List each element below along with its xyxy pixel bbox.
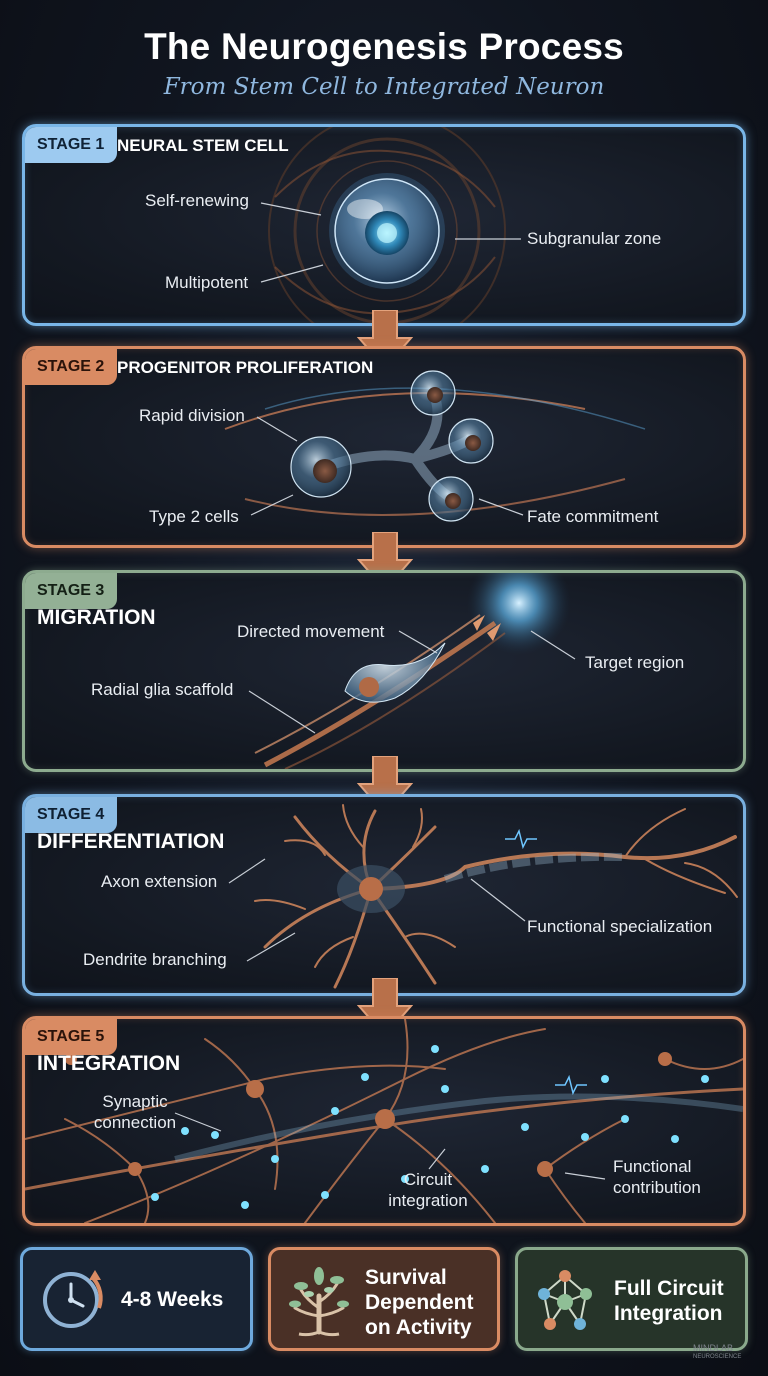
neuron-illustration bbox=[228, 804, 738, 989]
stage-2-panel: STAGE 2 PROGENITOR PROLIFERATION Rapid d… bbox=[22, 346, 746, 548]
label-type-2-cells: Type 2 cells bbox=[149, 507, 239, 526]
stage-1-title: NEURAL STEM CELL bbox=[117, 136, 289, 155]
summary-card-survival: Survival Dependent on Activity bbox=[268, 1247, 500, 1351]
label-dendrite-branching: Dendrite branching bbox=[83, 950, 227, 969]
label-self-renewing: Self-renewing bbox=[145, 191, 249, 210]
label-directed-movement: Directed movement bbox=[237, 622, 385, 641]
clock-icon bbox=[43, 1270, 103, 1328]
progenitor-cells-illustration bbox=[224, 370, 646, 522]
stage-4-panel: STAGE 4 DIFFERENTIATION Axon extension F… bbox=[22, 794, 746, 996]
label-functional-specialization: Functional specialization bbox=[527, 917, 713, 936]
page-title: The Neurogenesis Process bbox=[144, 26, 624, 67]
stage-5-badge: STAGE 5 bbox=[25, 1019, 117, 1055]
stage-4-badge: STAGE 4 bbox=[25, 797, 117, 833]
label-functional-contribution: Functional contribution bbox=[613, 1157, 701, 1197]
label-subgranular-zone: Subgranular zone bbox=[527, 229, 662, 248]
label-target-region: Target region bbox=[585, 653, 685, 672]
stage-4-title: DIFFERENTIATION bbox=[37, 830, 225, 853]
stage-1-panel: STAGE 1 NEURAL STEM CELL Self-renewing M… bbox=[22, 124, 746, 326]
label-rapid-division: Rapid division bbox=[139, 406, 245, 425]
label-radial-glia-scaffold: Radial glia scaffold bbox=[91, 680, 234, 699]
migration-illustration bbox=[248, 573, 576, 769]
label-multipotent: Multipotent bbox=[165, 273, 249, 292]
summary-card-integration: Full Circuit Integration bbox=[515, 1247, 748, 1351]
logo-line-1: MINDLAB bbox=[693, 1343, 734, 1353]
label-circuit-integration: Circuit integration bbox=[388, 1170, 468, 1210]
brand-logo: MINDLAB NEUROSCIENCE bbox=[693, 1344, 741, 1362]
summary-integration-text: Full Circuit Integration bbox=[614, 1277, 724, 1325]
label-axon-extension: Axon extension bbox=[101, 872, 218, 891]
stage-2-title: PROGENITOR PROLIFERATION bbox=[117, 358, 374, 377]
stage-3-badge: STAGE 3 bbox=[25, 573, 117, 609]
logo-line-2: NEUROSCIENCE bbox=[693, 1354, 742, 1360]
stage-3-panel: STAGE 3 MIGRATION Directed movement Targ… bbox=[22, 570, 746, 772]
stem-cell-illustration bbox=[260, 127, 521, 323]
stage-3-title: MIGRATION bbox=[37, 606, 156, 629]
page-subtitle: From Stem Cell to Integrated Neuron bbox=[163, 74, 605, 100]
stage-1-badge: STAGE 1 bbox=[25, 127, 117, 163]
summary-duration-text: 4-8 Weeks bbox=[121, 1288, 224, 1311]
stage-2-badge: STAGE 2 bbox=[25, 349, 117, 385]
stage-5-title: INTEGRATION bbox=[37, 1052, 181, 1075]
label-fate-commitment: Fate commitment bbox=[527, 507, 659, 526]
stage-5-panel: STAGE 5 INTEGRATION Synaptic connection … bbox=[22, 1016, 746, 1226]
summary-survival-text: Survival Dependent on Activity bbox=[365, 1266, 474, 1339]
network-icon bbox=[538, 1270, 592, 1330]
summary-card-duration: 4-8 Weeks bbox=[20, 1247, 253, 1351]
tree-icon bbox=[289, 1267, 349, 1337]
label-synaptic-connection: Synaptic connection bbox=[93, 1092, 177, 1132]
neural-circuit-illustration bbox=[25, 1019, 743, 1223]
